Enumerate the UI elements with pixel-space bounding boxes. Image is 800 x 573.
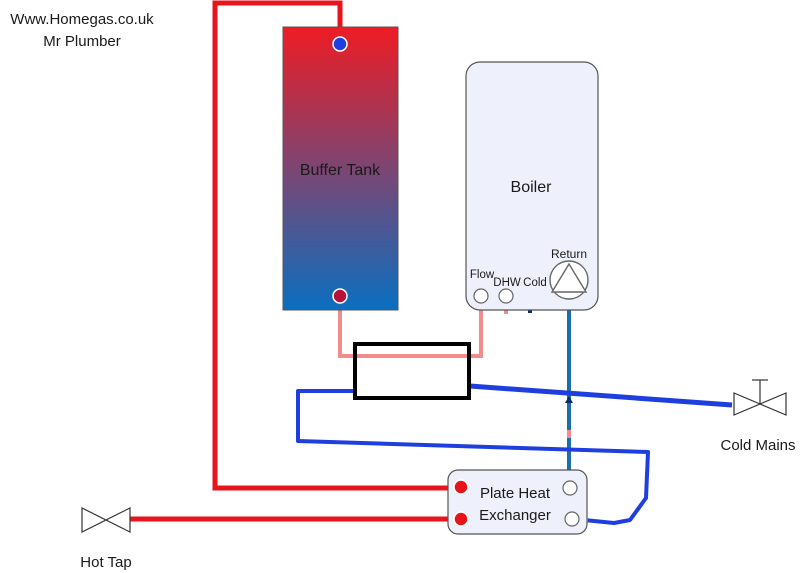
buffer-tank-label: Buffer Tank	[300, 162, 381, 179]
boiler-flow-label: Flow	[470, 269, 495, 281]
author-name: Mr Plumber	[43, 33, 121, 50]
boiler-return-label: Return	[551, 247, 587, 261]
phe-label-line1: Plate Heat	[480, 485, 551, 502]
boiler-dhw-port	[498, 288, 514, 304]
phe-return-port	[562, 480, 578, 496]
cold-loop-pipe	[296, 389, 650, 525]
inline-box	[353, 342, 471, 400]
tank-top-port	[332, 36, 348, 52]
boiler-cold-label: Cold	[523, 277, 547, 289]
buffer-tank	[282, 26, 399, 311]
phe-hot-out-port	[453, 511, 469, 527]
site-name: Www.Homegas.co.uk	[10, 11, 154, 28]
plate-heat-exchanger	[447, 469, 588, 535]
cold-mains-label: Cold Mains	[720, 437, 795, 454]
pump-triangle-icon	[550, 262, 588, 293]
cold-mains-pipe	[469, 383, 733, 408]
phe-hot-in-port	[453, 479, 469, 495]
boiler-label: Boiler	[511, 179, 553, 196]
boiler	[465, 61, 599, 311]
junction-arrow	[565, 396, 573, 403]
tank-to-flow-pipe	[338, 296, 483, 358]
tank-bottom-port	[332, 288, 348, 304]
hot-tap-label: Hot Tap	[80, 554, 131, 571]
boiler-dhw-label: DHW	[493, 277, 521, 289]
hot-tap-valve-icon	[81, 507, 131, 533]
boiler-flow-port	[473, 288, 489, 304]
primary-hot-pipe	[212, 0, 458, 491]
cold-mains-valve-icon	[733, 379, 787, 416]
phe-cold-port	[564, 511, 580, 527]
phe-label-line2: Exchanger	[479, 507, 551, 524]
